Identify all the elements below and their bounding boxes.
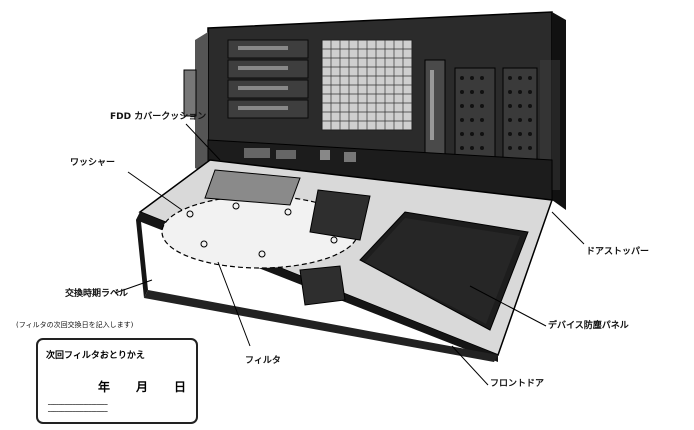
vent-grid-lines bbox=[322, 40, 412, 130]
label-washer: ワッシャー bbox=[70, 158, 116, 168]
optical-drive bbox=[424, 59, 446, 161]
card-month: 月 bbox=[136, 380, 149, 394]
label-device-panel: デバイス防塵パネル bbox=[548, 321, 629, 331]
card-title: 次回フィルタおとりかえ bbox=[46, 351, 145, 361]
card-day: 日 bbox=[174, 380, 187, 394]
filter-area bbox=[161, 169, 371, 306]
washer-markers bbox=[186, 202, 338, 258]
device-dust-panel bbox=[359, 211, 529, 331]
leader-lines bbox=[114, 123, 585, 386]
rack-ear-left bbox=[183, 69, 197, 117]
card-note-line: ━━━━━━━━━━━━━━━━━━━━━━ bbox=[48, 410, 108, 415]
card-note-line: ━━━━━━━━━━━━━━━━━━━━━━ bbox=[48, 403, 108, 408]
label-replace-time-note: (フィルタの次回交換日を記入します) bbox=[16, 321, 134, 329]
label-replace-time: 交換時期ラベル bbox=[65, 289, 129, 299]
label-door-stopper: ドアストッパー bbox=[586, 247, 650, 257]
right-vent-holes bbox=[460, 76, 532, 150]
filter-replacement-card: 次回フィルタおとりかえ 年 月 日 ━━━━━━━━━━━━━━━━━━━━━━… bbox=[36, 338, 198, 424]
label-filter: フィルタ bbox=[245, 356, 281, 366]
label-front-door: フロントドア bbox=[490, 379, 545, 389]
card-year: 年 bbox=[98, 380, 111, 394]
label-fdd-cushion: FDD カバークッション bbox=[110, 112, 207, 122]
drive-bays bbox=[227, 39, 309, 119]
